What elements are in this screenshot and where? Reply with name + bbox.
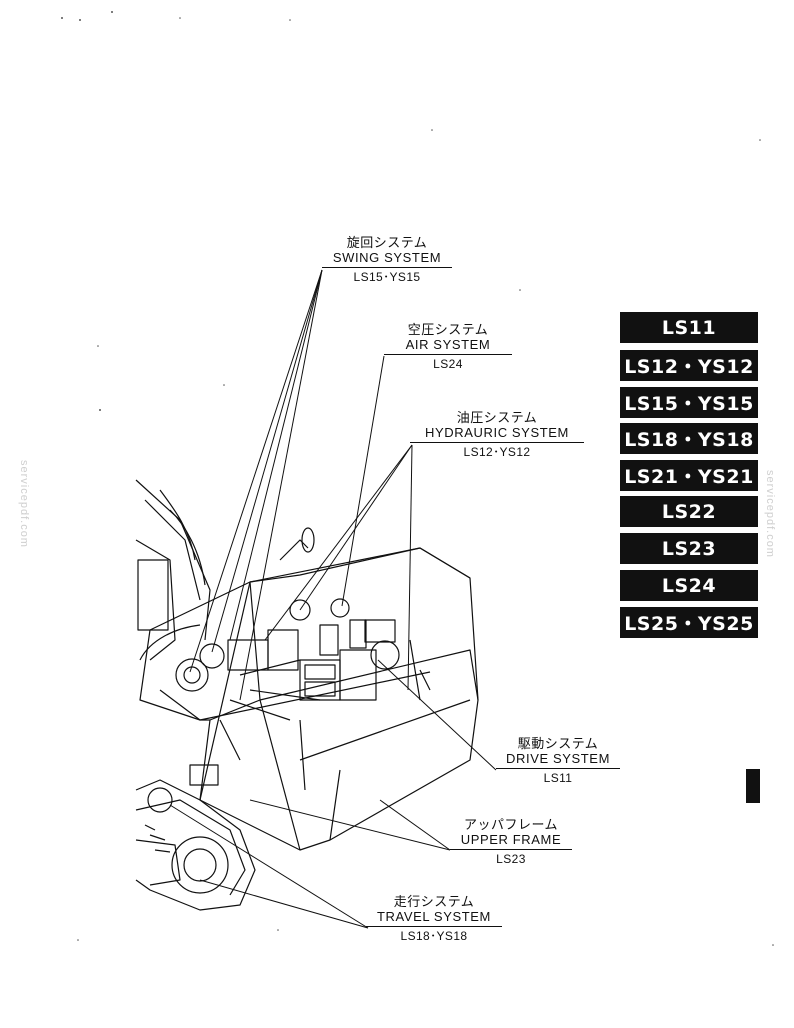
label-underline — [384, 353, 512, 355]
label-upper-frame: アッパフレーム UPPER FRAME LS23 — [450, 817, 572, 867]
label-jp: 走行システム — [393, 894, 475, 909]
label-en: TRAVEL SYSTEM — [377, 908, 491, 924]
label-underline — [496, 767, 620, 769]
label-code: LS12･YS12 — [463, 444, 531, 459]
label-en: DRIVE SYSTEM — [506, 750, 610, 766]
label-code: LS15･YS15 — [353, 269, 421, 284]
track-undercarriage — [135, 779, 256, 911]
tab-ls25-ys25[interactable]: LS25・YS25 — [620, 607, 758, 638]
label-underline — [410, 441, 584, 443]
label-hydraulic-system: 油圧システム HYDRAURIC SYSTEM LS12･YS12 — [410, 410, 584, 460]
label-underline — [450, 848, 572, 850]
label-code: LS23 — [496, 851, 526, 866]
label-travel-system: 走行システム TRAVEL SYSTEM LS18･YS18 — [366, 894, 502, 944]
watermark-right: servicepdf.com — [764, 470, 776, 558]
label-air-system: 空圧システム AIR SYSTEM LS24 — [384, 322, 512, 372]
upper-deck — [139, 547, 471, 721]
label-jp: 油圧システム — [456, 410, 538, 425]
label-jp: アッパフレーム — [463, 817, 559, 832]
label-en: AIR SYSTEM — [405, 336, 491, 352]
tab-ls12-ys12[interactable]: LS12・YS12 — [620, 350, 758, 381]
tab-ls15-ys15[interactable]: LS15・YS15 — [620, 387, 758, 418]
label-en: HYDRAURIC SYSTEM — [425, 424, 569, 440]
label-code: LS11 — [543, 770, 573, 785]
label-en: UPPER FRAME — [460, 831, 562, 847]
label-jp: 旋回システム — [346, 235, 428, 250]
leader-lines — [169, 269, 497, 929]
label-jp: 空圧システム — [407, 322, 489, 337]
label-code: LS24 — [433, 356, 463, 371]
tab-ls21-ys21[interactable]: LS21・YS21 — [620, 460, 758, 491]
label-underline — [366, 925, 502, 927]
label-swing-system: 旋回システム SWING SYSTEM LS15･YS15 — [322, 235, 452, 285]
cab-and-boom — [135, 479, 211, 661]
scan-speckles — [61, 11, 774, 946]
tab-ls11[interactable]: LS11 — [620, 312, 758, 343]
label-drive-system: 駆動システム DRIVE SYSTEM LS11 — [496, 736, 620, 786]
section-edge-marker — [746, 769, 760, 803]
tab-ls18-ys18[interactable]: LS18・YS18 — [620, 423, 758, 454]
tab-ls23[interactable]: LS23 — [620, 533, 758, 564]
engine-components — [175, 527, 431, 791]
label-code: LS18･YS18 — [400, 928, 468, 943]
watermark-left: servicepdf.com — [18, 460, 30, 548]
label-en: SWING SYSTEM — [332, 249, 442, 265]
label-underline — [322, 266, 452, 268]
tab-ls22[interactable]: LS22 — [620, 496, 758, 527]
label-jp: 駆動システム — [517, 736, 599, 751]
counterweight-body — [199, 547, 479, 851]
tab-ls24[interactable]: LS24 — [620, 570, 758, 601]
